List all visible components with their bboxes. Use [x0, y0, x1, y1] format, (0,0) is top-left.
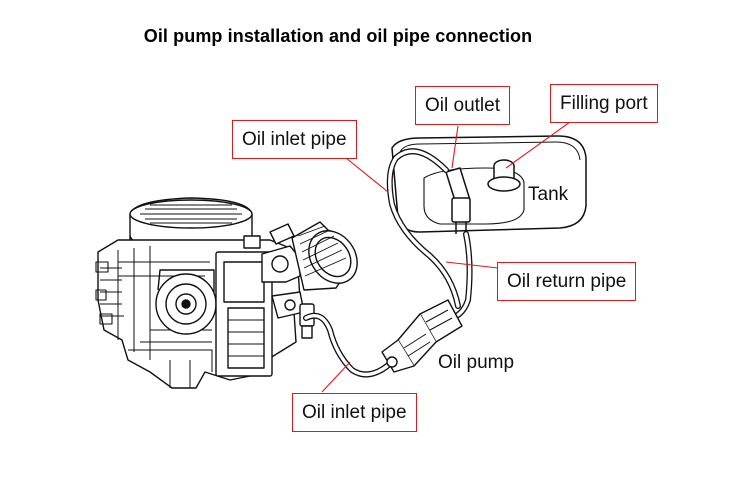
label-oil-inlet-pipe-top: Oil inlet pipe — [232, 120, 357, 159]
fuel-tank — [391, 135, 587, 234]
label-oil-return-pipe: Oil return pipe — [497, 262, 637, 301]
oil-pipes — [303, 148, 473, 378]
label-filling-port: Filling port — [550, 84, 658, 123]
label-oil-inlet-pipe-bottom: Oil inlet pipe — [292, 393, 417, 432]
oil-pump — [381, 299, 463, 373]
engine-assembly — [95, 197, 358, 389]
diagram-title: Oil pump installation and oil pipe conne… — [143, 26, 533, 46]
label-tank: Tank — [528, 184, 569, 205]
leader-filling-port — [505, 121, 571, 169]
label-oil-pump: Oil pump — [438, 352, 515, 373]
leader-lines — [321, 121, 571, 393]
leader-oil-inlet-top — [345, 157, 389, 193]
leader-oil-return — [445, 261, 499, 269]
leader-oil-inlet-bottom — [321, 361, 351, 393]
leader-oil-outlet — [451, 125, 459, 169]
label-oil-outlet: Oil outlet — [415, 86, 510, 125]
